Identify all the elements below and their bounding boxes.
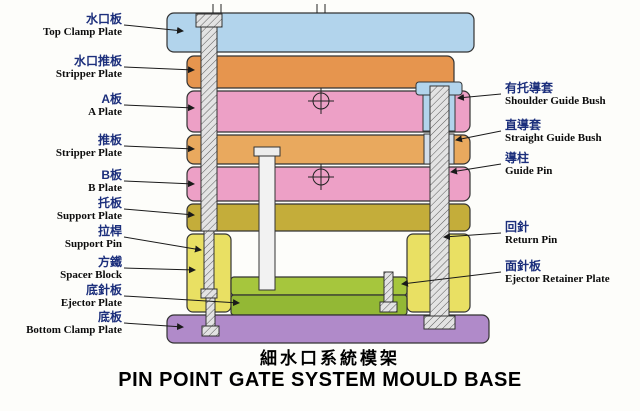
label-zh: 托板 bbox=[97, 196, 122, 210]
label-support-plate: 托板 Support Plate bbox=[0, 196, 122, 223]
leader-support-plate bbox=[123, 208, 195, 218]
guide-pin-right-shaft bbox=[429, 85, 450, 317]
support-pillar-shaft bbox=[258, 155, 276, 291]
label-straight-guide-bush: 直導套 Straight Guide Bush bbox=[505, 118, 639, 145]
label-en: Bottom Clamp Plate bbox=[26, 324, 122, 336]
leader-bottom-clamp-plate bbox=[123, 322, 184, 331]
label-top-clamp-plate: 水口板 Top Clamp Plate bbox=[0, 12, 122, 39]
label-stripper-plate: 推板 Stripper Plate bbox=[0, 133, 122, 160]
label-b-plate: B板 B Plate bbox=[0, 168, 122, 195]
label-zh: A板 bbox=[101, 92, 122, 106]
support-pin-shaft bbox=[203, 230, 215, 290]
label-zh: 底板 bbox=[97, 310, 122, 324]
label-zh: 直導套 bbox=[505, 118, 542, 132]
label-zh: 有托導套 bbox=[505, 81, 554, 95]
leader-lines-group bbox=[123, 24, 502, 331]
label-en: Shoulder Guide Bush bbox=[505, 95, 606, 107]
stripper-plate bbox=[186, 134, 471, 165]
guide-pin-right-head bbox=[423, 315, 456, 330]
page-title-chinese: 細水口系統模架 bbox=[260, 349, 400, 368]
leader-guide-pin bbox=[450, 163, 502, 175]
label-ejector-plate: 底針板 Ejector Plate bbox=[0, 283, 122, 310]
datum-mark-lower bbox=[308, 164, 334, 190]
leader-ejector-plate bbox=[123, 295, 240, 307]
label-en: Stripper Plate bbox=[55, 147, 122, 159]
label-en: Straight Guide Bush bbox=[505, 132, 602, 144]
label-zh: 拉桿 bbox=[97, 224, 122, 238]
label-spacer-block: 方鐵 Spacer Block bbox=[0, 255, 122, 282]
pins-group bbox=[195, 13, 456, 337]
label-zh: 方鐵 bbox=[97, 255, 122, 269]
label-en: Stripper Plate bbox=[55, 68, 122, 80]
page-title-english: PIN POINT GATE SYSTEM MOULD BASE bbox=[118, 369, 522, 391]
label-en: B Plate bbox=[88, 182, 122, 194]
leader-top-clamp-plate bbox=[123, 24, 184, 34]
leader-ejector-retainer-plate bbox=[401, 271, 502, 287]
datum-mark-upper bbox=[308, 88, 334, 114]
label-bottom-clamp-plate: 底板 Bottom Clamp Plate bbox=[0, 310, 122, 337]
support-plate bbox=[186, 203, 471, 232]
label-en: Support Plate bbox=[56, 210, 122, 222]
support-pillar-head bbox=[253, 146, 281, 157]
label-zh: 水口板 bbox=[85, 12, 122, 26]
datum-marks-group bbox=[212, 4, 334, 190]
ejector-bolt-head bbox=[379, 301, 398, 313]
b-plate bbox=[186, 166, 471, 202]
leader-a-plate bbox=[123, 104, 195, 112]
guide-pin-left-shaft bbox=[200, 26, 218, 232]
leader-shoulder-guide-bush bbox=[457, 93, 502, 101]
label-ejector-retainer-plate: 面針板 Ejector Retainer Plate bbox=[505, 259, 639, 286]
clamp-bolt-shaft bbox=[205, 297, 216, 327]
label-en: Return Pin bbox=[505, 234, 558, 246]
label-en: Spacer Block bbox=[60, 269, 122, 281]
top-clamp-plate bbox=[166, 12, 475, 53]
label-en: Support Pin bbox=[64, 238, 122, 250]
label-shoulder-guide-bush: 有托導套 Shoulder Guide Bush bbox=[505, 81, 639, 108]
guide-pin-left-head bbox=[195, 13, 223, 28]
label-en: Ejector Retainer Plate bbox=[505, 273, 610, 285]
label-zh: 推板 bbox=[97, 133, 122, 147]
label-guide-pin: 導柱 Guide Pin bbox=[505, 151, 639, 178]
label-zh: 水口推板 bbox=[73, 54, 122, 68]
top-tick-marks bbox=[212, 4, 326, 13]
label-zh: 面針板 bbox=[505, 259, 542, 273]
runner-stripper-plate bbox=[186, 55, 455, 89]
leader-runner-stripper-plate bbox=[123, 66, 195, 74]
leader-spacer-block bbox=[123, 266, 196, 274]
label-a-plate: A板 A Plate bbox=[0, 92, 122, 119]
label-en: Ejector Plate bbox=[60, 297, 122, 309]
label-zh: 回針 bbox=[505, 220, 530, 234]
clamp-bolt-head bbox=[201, 325, 220, 337]
label-support-pin: 拉桿 Support Pin bbox=[0, 224, 122, 251]
label-en: Guide Pin bbox=[505, 165, 553, 177]
leader-b-plate bbox=[123, 180, 195, 188]
label-zh: 導柱 bbox=[505, 151, 530, 165]
label-zh: B板 bbox=[101, 168, 122, 182]
leader-stripper-plate bbox=[123, 145, 195, 153]
leader-return-pin bbox=[443, 232, 502, 241]
label-en: A Plate bbox=[88, 106, 122, 118]
label-en: Top Clamp Plate bbox=[42, 26, 122, 38]
support-pin-head bbox=[200, 288, 218, 299]
bottom-clamp-plate bbox=[166, 314, 490, 344]
ejector-bolt-shaft bbox=[383, 271, 394, 303]
label-return-pin: 回針 Return Pin bbox=[505, 220, 639, 247]
ejector-retainer-plate bbox=[230, 276, 408, 296]
label-zh: 底針板 bbox=[85, 283, 122, 297]
leader-straight-guide-bush bbox=[455, 130, 502, 143]
a-plate bbox=[186, 90, 471, 133]
label-runner-stripper-plate: 水口推板 Stripper Plate bbox=[0, 54, 122, 81]
leader-support-pin bbox=[123, 236, 202, 253]
